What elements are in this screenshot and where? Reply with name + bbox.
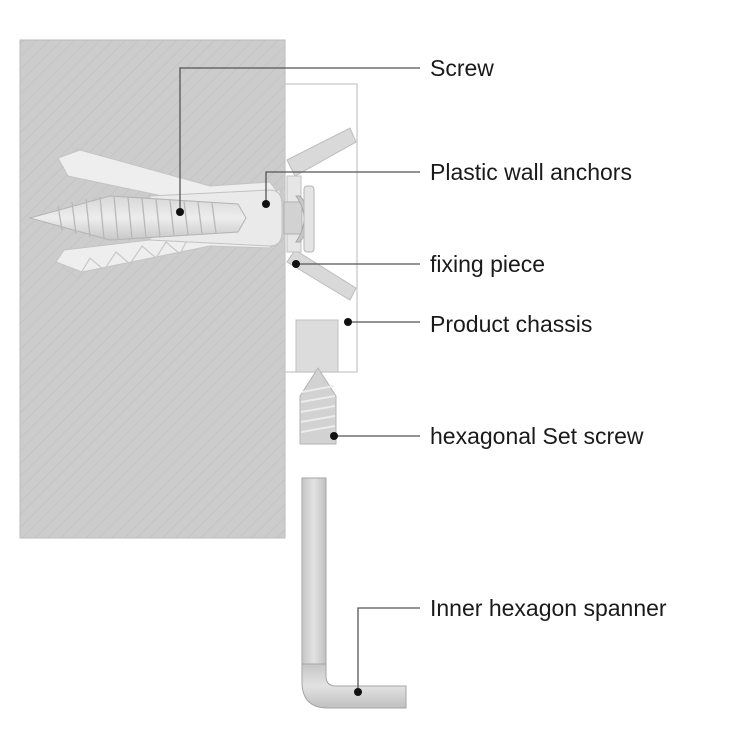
- dot-fixing-piece: [292, 260, 300, 268]
- hexagonal-set-screw: [299, 367, 337, 445]
- label-product-chassis: Product chassis: [430, 311, 592, 337]
- leader-dots: [176, 200, 362, 696]
- dot-inner-hexagon-spanner: [354, 688, 362, 696]
- leader-inner-hexagon-spanner: [357, 607, 420, 692]
- dot-hexagonal-set-screw: [330, 432, 338, 440]
- label-inner-hexagon-spanner: Inner hexagon spanner: [430, 595, 667, 621]
- label-screw: Screw: [430, 55, 494, 81]
- dot-product-chassis: [344, 318, 352, 326]
- inner-hexagon-spanner: [301, 477, 407, 709]
- wall: [19, 39, 286, 539]
- label-plastic-wall-anchors: Plastic wall anchors: [430, 159, 632, 185]
- leader-lines: [179, 67, 420, 692]
- label-fixing-piece: fixing piece: [430, 251, 545, 277]
- leader-screw: [179, 67, 420, 212]
- dot-screw: [176, 208, 184, 216]
- label-hexagonal-set-screw: hexagonal Set screw: [430, 423, 644, 449]
- dot-plastic-wall-anchors: [262, 200, 270, 208]
- screw: [28, 185, 315, 253]
- leader-plastic-wall-anchors: [265, 171, 420, 204]
